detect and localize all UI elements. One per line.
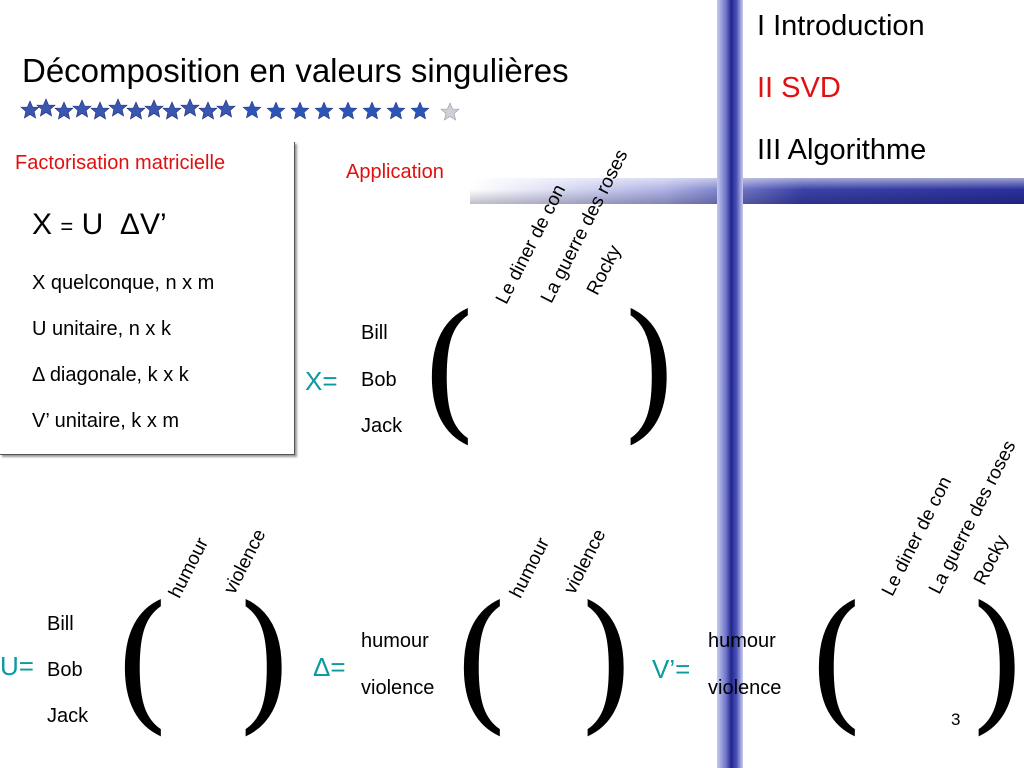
star-icon [162,101,182,120]
star-icon [54,101,74,120]
star-icon-row [20,98,460,121]
u-matrix-label: U= [0,651,34,681]
star-icon [242,100,262,119]
u-row-bill: Bill [47,613,74,635]
slide-title: Décomposition en valeurs singulières [22,52,569,89]
v-open-paren: ( [807,575,866,749]
delta-open-paren: ( [452,575,511,749]
star-icon [290,101,310,120]
star-icon [440,102,460,121]
x-matrix-label: X= [305,366,338,396]
star-icon [338,101,358,120]
u-row-jack: Jack [47,705,89,727]
star-icon [20,100,40,119]
star-icon [410,101,430,120]
v-row-violence: violence [708,677,782,699]
equation-u: U [81,208,104,241]
x-open-paren: ( [420,284,479,458]
application-heading: Application [346,161,444,183]
v-close-paren: ) [968,575,1024,749]
star-icon [266,101,286,120]
vertical-bar-decoration [717,0,743,768]
star-icon [126,101,146,120]
horizontal-bar-shade [470,178,1024,204]
u-open-paren: ( [113,575,172,749]
star-icon [180,98,200,117]
star-icon [90,101,110,120]
definition-delta: Δ diagonale, k x k [32,364,189,386]
u-row-bob: Bob [47,659,83,681]
star-icon [108,98,128,117]
nav-item-svd[interactable]: II SVD [757,72,841,104]
x-row-jack: Jack [361,415,403,437]
star-icon [36,98,56,117]
nav-item-algorithme[interactable]: III Algorithme [757,134,927,166]
x-close-paren: ) [620,284,679,458]
u-col-humour: humour [165,534,213,602]
u-close-paren: ) [235,575,294,749]
star-icon [198,101,218,120]
star-icon [216,99,236,118]
delta-close-paren: ) [577,575,636,749]
nav-item-introduction[interactable]: I Introduction [757,10,925,42]
svd-equation: X = U ΔV’ [32,208,167,242]
star-icon [72,99,92,118]
star-icon [386,101,406,120]
equation-x: X [32,208,53,241]
equation-equals: = [60,214,74,239]
v-row-humour: humour [708,630,776,652]
page-number: 3 [951,710,961,729]
x-row-bob: Bob [361,369,397,391]
delta-col-humour: humour [506,534,554,602]
star-icon [314,101,334,120]
delta-row-violence: violence [361,677,435,699]
star-icon [362,101,382,120]
delta-row-humour: humour [361,630,429,652]
delta-matrix-label: Δ= [313,652,346,682]
definition-x: X quelconque, n x m [32,272,215,294]
x-row-bill: Bill [361,322,388,344]
v-matrix-label: V’= [652,654,691,684]
factorisation-heading: Factorisation matricielle [15,152,226,174]
definition-u: U unitaire, n x k [32,318,171,340]
equation-delta: Δ [119,208,140,241]
factorisation-box [0,142,295,455]
definition-v: V’ unitaire, k x m [32,410,180,432]
star-icon [144,99,164,118]
equation-v: V’ [139,208,167,241]
